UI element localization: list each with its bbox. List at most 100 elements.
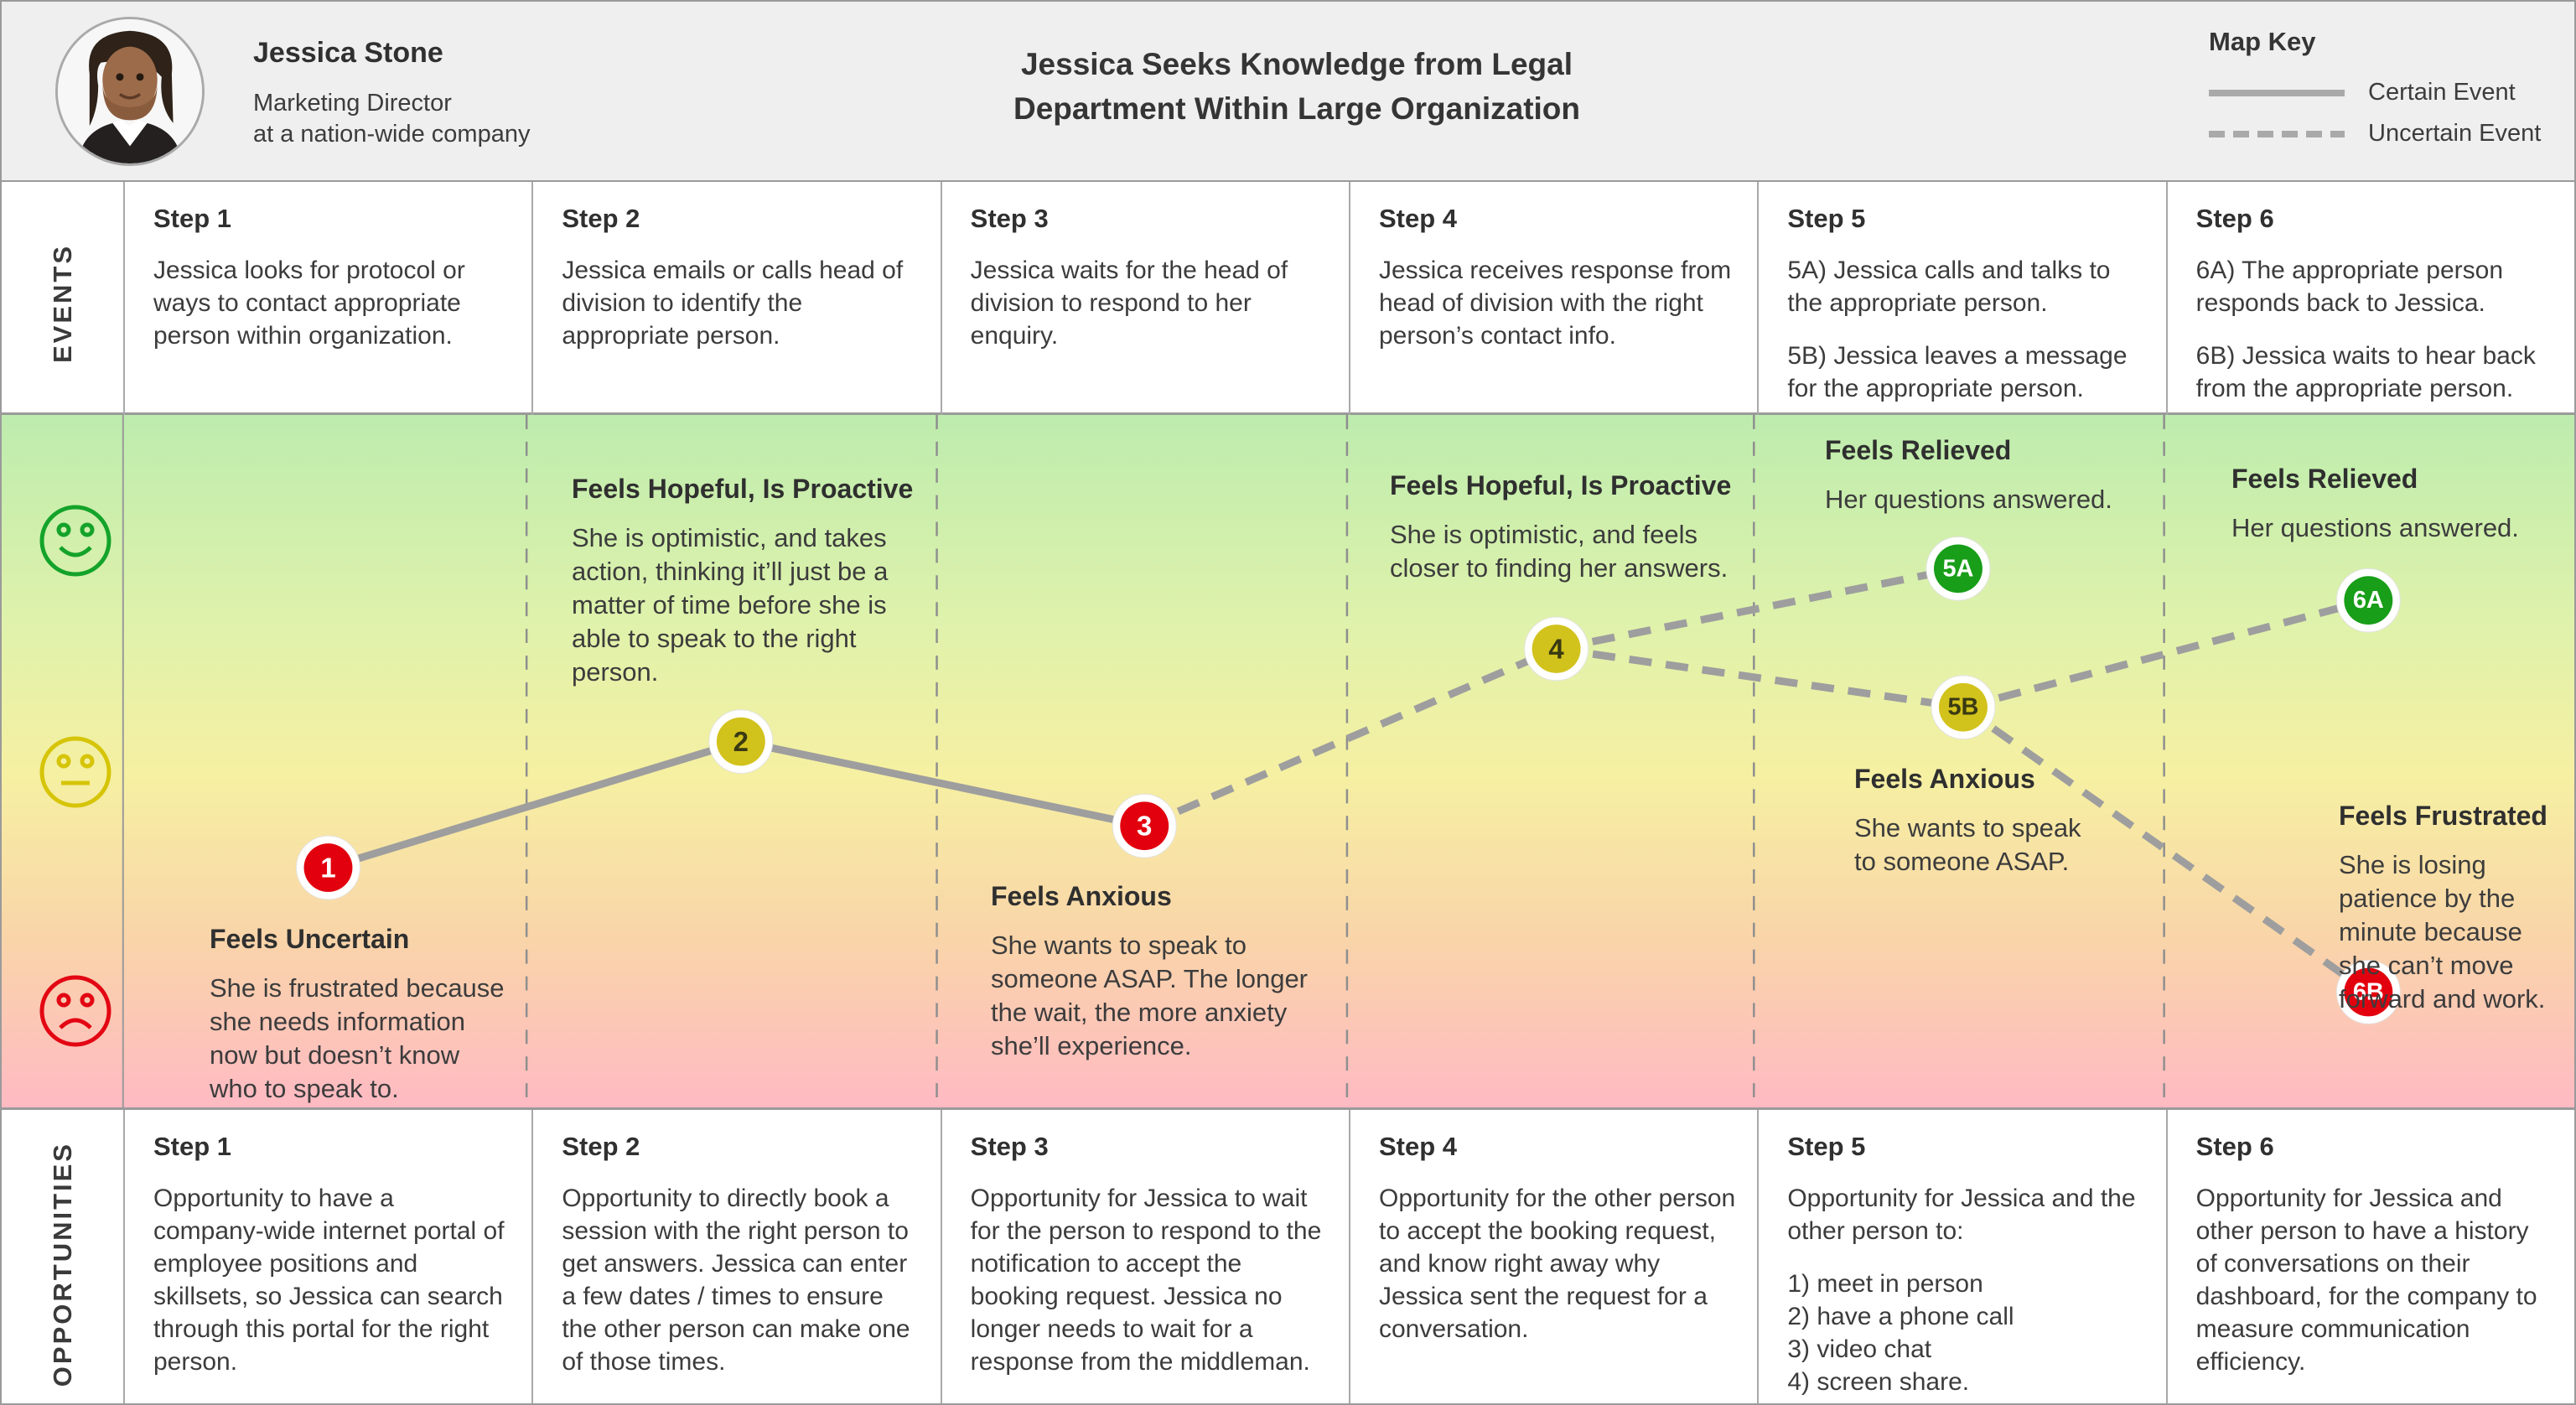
journey-node-2 — [716, 717, 765, 766]
feeling-body: She wants to speak to someone ASAP. — [1854, 813, 2081, 876]
feeling-title: Feels Relieved — [2231, 464, 2418, 494]
opportunities-band: OPPORTUNITIES Step 1 Opportunity to have … — [2, 1110, 2574, 1403]
feeling-title: Feels Frustrated — [2339, 801, 2547, 831]
journey-edge-5B-6A-uncertain — [1962, 596, 2370, 712]
journey-edge-3-4-uncertain — [1143, 645, 1558, 830]
opportunities-label-cell: OPPORTUNITIES — [2, 1110, 123, 1403]
opportunity-step-text: Opportunity to directly book a session w… — [562, 1185, 910, 1376]
event-step-4: Step 4 Jessica receives response from hea… — [1349, 182, 1757, 425]
events-label-cell: EVENTS — [2, 182, 123, 425]
opportunity-step-title: Step 6 — [2195, 1132, 2274, 1161]
opportunity-step-title: Step 1 — [153, 1132, 232, 1161]
avatar — [55, 17, 205, 166]
opportunity-step-text: Opportunity for Jessica and other person… — [2195, 1185, 2537, 1376]
page-title-line2: Department Within Large Organization — [1013, 91, 1580, 126]
journey-node-6A — [2344, 576, 2393, 625]
feeling-body: She wants to speak to someone ASAP. The … — [991, 931, 1309, 1060]
uncertain-label: Uncertain Event — [2368, 120, 2542, 147]
journey-node-label-5A: 5A — [1942, 555, 1973, 582]
feeling-title: Feels Hopeful, Is Proactive — [1390, 470, 1732, 500]
feeling-title: Feels Anxious — [991, 881, 1172, 911]
opportunity-step-6: Step 6 Opportunity for Jessica and other … — [2165, 1110, 2574, 1403]
opportunity-step-title: Step 2 — [562, 1132, 640, 1161]
opportunity-step-title: Step 5 — [1787, 1132, 1866, 1161]
feeling-body: She is losing patience by the minute bec… — [2339, 850, 2546, 1014]
opportunities-row-label: OPPORTUNITIES — [47, 1141, 77, 1387]
event-step-title: Step 2 — [562, 204, 640, 233]
feeling-body: Her questions answered. — [2231, 513, 2519, 542]
feeling-title: Feels Relieved — [1825, 435, 2012, 465]
persona-role-line2: at a nation-wide company — [253, 121, 531, 148]
persona-role-line1: Marketing Director — [253, 90, 452, 117]
event-step-1: Step 1 Jessica looks for protocol or ways… — [123, 182, 531, 425]
journey-node-label-1: 1 — [320, 853, 335, 884]
map-key-title: Map Key — [2209, 27, 2316, 56]
journey-edge-1-2-certain — [327, 738, 743, 872]
page-title-line1: Jessica Seeks Knowledge from Legal — [1020, 47, 1573, 81]
events-band: EVENTS Step 1 Jessica looks for protocol … — [2, 182, 2574, 425]
journey-node-label-6B: 6B — [2353, 979, 2384, 1006]
map-key: Map Key Certain Event Uncertain Event — [2209, 27, 2541, 148]
opportunity-step-1: Step 1 Opportunity to have a company-wide… — [123, 1110, 531, 1403]
persona-name: Jessica Stone — [253, 37, 443, 69]
event-step-text: Jessica receives response from head of d… — [1379, 257, 1732, 350]
event-step-title: Step 6 — [2195, 204, 2274, 233]
journey-node-label-2: 2 — [733, 726, 749, 757]
event-step-text: 5B) Jessica leaves a message for the app… — [1787, 342, 2128, 402]
event-step-text: 5A) Jessica calls and talks to the appro… — [1787, 257, 2111, 317]
map-key-certain-row: Certain Event — [2209, 79, 2541, 106]
opportunity-step-title: Step 4 — [1379, 1132, 1458, 1161]
opportunity-step-text: Opportunity to have a company-wide inter… — [153, 1185, 505, 1376]
opportunity-step-2: Step 2 Opportunity to directly book a ses… — [531, 1110, 940, 1403]
opportunity-step-text: 1) meet in person 2) have a phone call 3… — [1787, 1270, 2014, 1396]
journey-node-5B — [1938, 682, 1988, 732]
event-step-text: 6B) Jessica waits to hear back from the … — [2195, 342, 2536, 402]
journey-node-6B — [2344, 967, 2393, 1017]
event-step-text: 6A) The appropriate person responds back… — [2195, 257, 2503, 317]
journey-edge-2-3-certain — [739, 738, 1146, 830]
journey-edge-4-5A-uncertain — [1555, 564, 1959, 653]
event-step-title: Step 4 — [1379, 204, 1458, 233]
opportunity-step-5: Step 5 Opportunity for Jessica and the ot… — [1757, 1110, 2165, 1403]
events-row-label: EVENTS — [47, 243, 77, 364]
feeling-body: She is optimistic, and feels closer to f… — [1390, 520, 1729, 583]
journey-edge-5B-6B-uncertain — [1961, 704, 2371, 996]
journey-node-label-3: 3 — [1137, 811, 1152, 842]
journey-node-1 — [303, 843, 353, 892]
feeling-title: Feels Uncertain — [210, 924, 410, 954]
uncertain-line-icon — [2209, 130, 2345, 137]
map-key-uncertain-row: Uncertain Event — [2209, 120, 2541, 148]
journey-edge-4-5B-uncertain — [1555, 645, 1964, 712]
event-step-text: Jessica looks for protocol or ways to co… — [153, 257, 465, 350]
certain-label: Certain Event — [2368, 79, 2516, 106]
feeling-body: Her questions answered. — [1825, 485, 2112, 514]
journey-node-5A — [1933, 544, 1983, 594]
journey-node-4 — [1532, 625, 1581, 673]
event-step-title: Step 1 — [153, 204, 232, 233]
opportunity-step-text: Opportunity for Jessica and the other pe… — [1787, 1185, 2136, 1245]
certain-line-icon — [2209, 89, 2345, 96]
opportunity-step-text: Opportunity for the other person to acce… — [1379, 1185, 1736, 1343]
event-step-title: Step 3 — [970, 204, 1049, 233]
journey-node-label-4: 4 — [1548, 634, 1564, 665]
journey-node-label-6A: 6A — [2353, 587, 2384, 614]
avatar-illustration — [58, 19, 202, 163]
feeling-title: Feels Anxious — [1854, 764, 2035, 794]
event-step-6: Step 6 6A) The appropriate person respond… — [2165, 182, 2574, 425]
journey-node-3 — [1120, 801, 1169, 851]
happy-face-icon — [39, 504, 112, 582]
feeling-title: Feels Hopeful, Is Proactive — [572, 474, 914, 504]
neutral-face-icon — [39, 735, 112, 813]
